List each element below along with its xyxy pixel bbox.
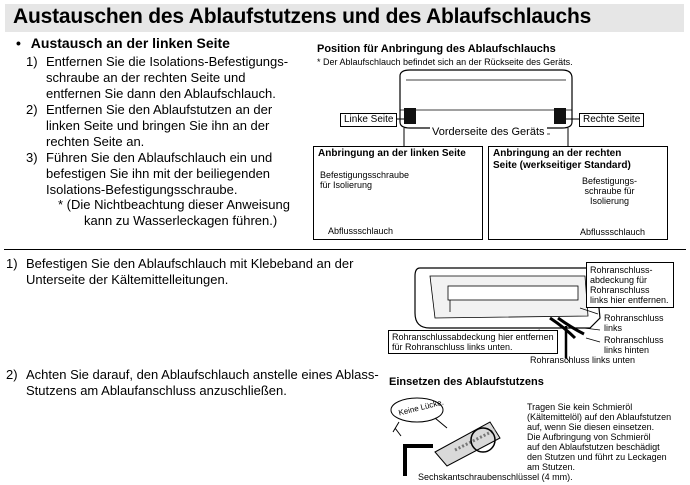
label-line: schraube für	[584, 186, 635, 196]
step-number: 3)	[26, 150, 38, 165]
step-3: 3) Führen Sie den Ablaufschlauch ein und…	[26, 150, 306, 198]
insert-figure-title: Einsetzen des Ablaufstutzens	[389, 376, 544, 388]
note-line: Die Aufbringung von Schmieröl	[527, 432, 651, 442]
step-line: Entfernen Sie die Isolations-Befestigung…	[46, 54, 289, 69]
step-1: 1) Entfernen Sie die Isolations-Befestig…	[26, 54, 306, 102]
label-line: links hinten	[604, 345, 650, 355]
step-number: 1)	[26, 54, 38, 69]
label-line: Isolierung	[590, 196, 630, 206]
step-line: Stutzens am Ablaufanschluss anzuschließe…	[26, 383, 287, 398]
wrench-label: Sechskantschraubenschlüssel (4 mm).	[418, 472, 573, 482]
label-line: Befestigungs-	[582, 176, 638, 186]
left-side-label: Linke Seite	[340, 113, 398, 127]
front-label: Vorderseite des Geräts	[430, 126, 547, 138]
pipe-left-bottom-label: Rohranschluss links unten	[530, 355, 636, 365]
pipe-figure-drawing	[414, 267, 601, 363]
label-line: links hier entfernen.	[590, 295, 669, 305]
note-line: * (Die Nichtbeachtung dieser Anweisung	[58, 197, 290, 212]
right-screw-label: Befestigungs- schraube für Isolierung	[582, 176, 637, 206]
left-install-title: Anbringung an der linken Seite	[318, 148, 466, 159]
title-line: Seite (werkseitiger Standard)	[493, 160, 631, 171]
note-line: Tragen Sie kein Schmieröl	[527, 402, 633, 412]
label-line: für Isolierung	[320, 180, 373, 190]
label-line: Rohranschluss	[604, 313, 664, 323]
cover-bottom-note: Rohranschlussabdeckung hier entfernen fü…	[388, 330, 558, 354]
step-line: rechten Seite an.	[46, 134, 145, 149]
note-line: auf den Ablaufstutzen beschädigt	[527, 442, 660, 452]
title-line: Anbringung an der rechten	[493, 148, 622, 159]
note-line: den Stutzen und führt zu Leckagen	[527, 452, 667, 462]
title-bar	[5, 4, 684, 32]
warning-note: * (Die Nichtbeachtung dieser Anweisung k…	[58, 197, 290, 229]
bullet: •	[16, 35, 21, 51]
cover-left-note: Rohranschluss- abdeckung für Rohranschlu…	[586, 262, 674, 308]
left-screw-label: Befestigungsschraube für Isolierung	[320, 170, 409, 190]
left-hose-label: Abflussschlauch	[328, 226, 394, 236]
page-title: Austauschen des Ablaufstutzens und des A…	[13, 5, 592, 28]
label-line: abdeckung für	[590, 275, 648, 285]
insert-figure-drawing	[390, 397, 501, 476]
position-figure-title: Position für Anbringung des Ablaufschlau…	[317, 43, 556, 55]
step-line: linken Seite und bringen Sie ihn an der	[46, 118, 270, 133]
step-line: Befestigen Sie den Ablaufschlauch mit Kl…	[26, 256, 354, 271]
right-side-label: Rechte Seite	[579, 113, 645, 127]
pipe-left-label: Rohranschluss links	[604, 313, 664, 333]
label-line: links	[604, 323, 623, 333]
label-line: für Rohranschluss links unten.	[392, 342, 513, 352]
pipe-left-rear-label: Rohranschluss links hinten	[604, 335, 664, 355]
step-number: 2)	[6, 367, 18, 382]
label-line: Rohranschlussabdeckung hier entfernen	[392, 332, 554, 342]
step-line: Achten Sie darauf, den Ablaufschlauch an…	[26, 367, 379, 382]
section-heading-text: Austausch an der linken Seite	[30, 35, 230, 51]
note-line: auf, wenn Sie diesen einsetzen.	[527, 422, 655, 432]
step-line: Unterseite der Kältemittelleitungen.	[26, 272, 229, 287]
right-install-box	[488, 146, 668, 240]
divider	[4, 249, 686, 250]
right-install-title: Anbringung an der rechten Seite (werksei…	[493, 148, 631, 172]
step-line: Führen Sie den Ablaufschlauch ein und	[46, 150, 273, 165]
step-tape: 1) Befestigen Sie den Ablaufschlauch mit…	[6, 256, 366, 288]
step-number: 2)	[26, 102, 38, 117]
step-line: Entfernen Sie den Ablaufstutzen an der	[46, 102, 273, 117]
label-line: Befestigungsschraube	[320, 170, 410, 180]
step-number: 1)	[6, 256, 18, 271]
step-connect: 2) Achten Sie darauf, den Ablaufschlauch…	[6, 367, 386, 399]
note-line: kann zu Wasserleckagen führen.)	[84, 213, 278, 228]
step-2: 2) Entfernen Sie den Ablaufstutzen an de…	[26, 102, 306, 150]
right-hose-label: Abflussschlauch	[580, 227, 646, 237]
oil-warning: Tragen Sie kein Schmieröl (Kältemittelöl…	[527, 402, 671, 472]
label-line: Rohranschluss	[590, 285, 650, 295]
position-figure-subtitle: * Der Ablaufschlauch befindet sich an de…	[317, 57, 573, 67]
note-line: (Kältemittelöl) auf den Ablaufstutzen	[527, 412, 672, 422]
section-heading: • Austausch an der linken Seite	[16, 35, 230, 51]
label-line: Rohranschluss	[604, 335, 664, 345]
step-line: Isolations-Befestigungsschraube.	[46, 182, 238, 197]
step-line: entfernen Sie dann den Ablaufschlauch.	[46, 86, 276, 101]
step-line: befestigen Sie ihn mit der beiliegenden	[46, 166, 271, 181]
left-install-box	[313, 146, 483, 240]
label-line: Rohranschluss-	[590, 265, 653, 275]
step-line: schraube an der rechten Seite und	[46, 70, 246, 85]
note-line: am Stutzen.	[527, 462, 576, 472]
